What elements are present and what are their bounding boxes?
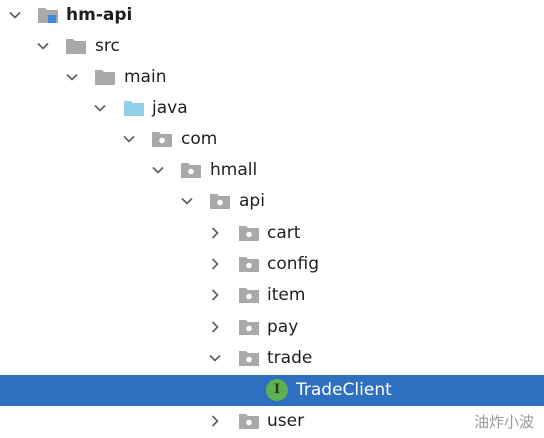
tree-node-label: hmall — [210, 160, 258, 180]
tree-node-label: config — [267, 254, 320, 274]
tree-node-label: item — [267, 285, 306, 305]
tree-node-label: TradeClient — [296, 380, 392, 400]
chevron-right-icon[interactable] — [207, 256, 223, 272]
package-icon — [151, 130, 173, 148]
tree-node-src[interactable]: src — [0, 31, 544, 62]
tree-node-label: java — [152, 98, 188, 118]
chevron-down-icon[interactable] — [207, 350, 223, 366]
tree-node-label: api — [239, 191, 265, 211]
tree-node-label: src — [95, 36, 120, 56]
tree-node-main[interactable]: main — [0, 62, 544, 93]
package-icon — [238, 255, 260, 273]
chevron-right-icon[interactable] — [207, 319, 223, 335]
folder-icon — [94, 68, 116, 86]
tree-node-api[interactable]: api — [0, 186, 544, 217]
package-icon — [238, 349, 260, 367]
tree-node-tradeclient[interactable]: I TradeClient — [0, 375, 544, 406]
chevron-right-icon[interactable] — [207, 225, 223, 241]
chevron-down-icon[interactable] — [64, 69, 80, 85]
package-icon — [238, 412, 260, 430]
folder-icon — [65, 37, 87, 55]
watermark: 油炸小波 — [473, 413, 534, 431]
module-folder-icon — [37, 6, 59, 24]
tree-node-label: cart — [267, 223, 301, 243]
chevron-down-icon[interactable] — [92, 100, 108, 116]
tree-node-label: user — [267, 411, 305, 431]
chevron-right-icon[interactable] — [207, 287, 223, 303]
tree-node-config[interactable]: config — [0, 249, 544, 280]
chevron-down-icon[interactable] — [121, 131, 137, 147]
tree-node-label: pay — [267, 317, 299, 337]
tree-node-label: trade — [267, 348, 313, 368]
tree-node-hmall[interactable]: hmall — [0, 155, 544, 186]
source-root-folder-icon — [123, 99, 145, 117]
tree-node-trade[interactable]: trade — [0, 343, 544, 374]
package-icon — [180, 161, 202, 179]
tree-node-cart[interactable]: cart — [0, 218, 544, 249]
tree-node-java[interactable]: java — [0, 93, 544, 124]
package-icon — [238, 318, 260, 336]
tree-node-label: main — [124, 67, 167, 87]
tree-node-label: hm-api — [66, 5, 133, 25]
package-icon — [238, 286, 260, 304]
interface-icon: I — [266, 379, 288, 401]
tree-node-item[interactable]: item — [0, 280, 544, 311]
chevron-down-icon[interactable] — [7, 7, 23, 23]
chevron-down-icon[interactable] — [35, 38, 51, 54]
chevron-down-icon[interactable] — [179, 193, 195, 209]
chevron-down-icon[interactable] — [150, 162, 166, 178]
tree-node-com[interactable]: com — [0, 124, 544, 155]
tree-node-hm-api[interactable]: hm-api — [0, 0, 544, 31]
tree-node-label: com — [181, 129, 218, 149]
package-icon — [209, 192, 231, 210]
chevron-right-icon[interactable] — [207, 413, 223, 429]
tree-node-user[interactable]: user — [0, 406, 544, 437]
tree-node-pay[interactable]: pay — [0, 312, 544, 343]
package-icon — [238, 224, 260, 242]
